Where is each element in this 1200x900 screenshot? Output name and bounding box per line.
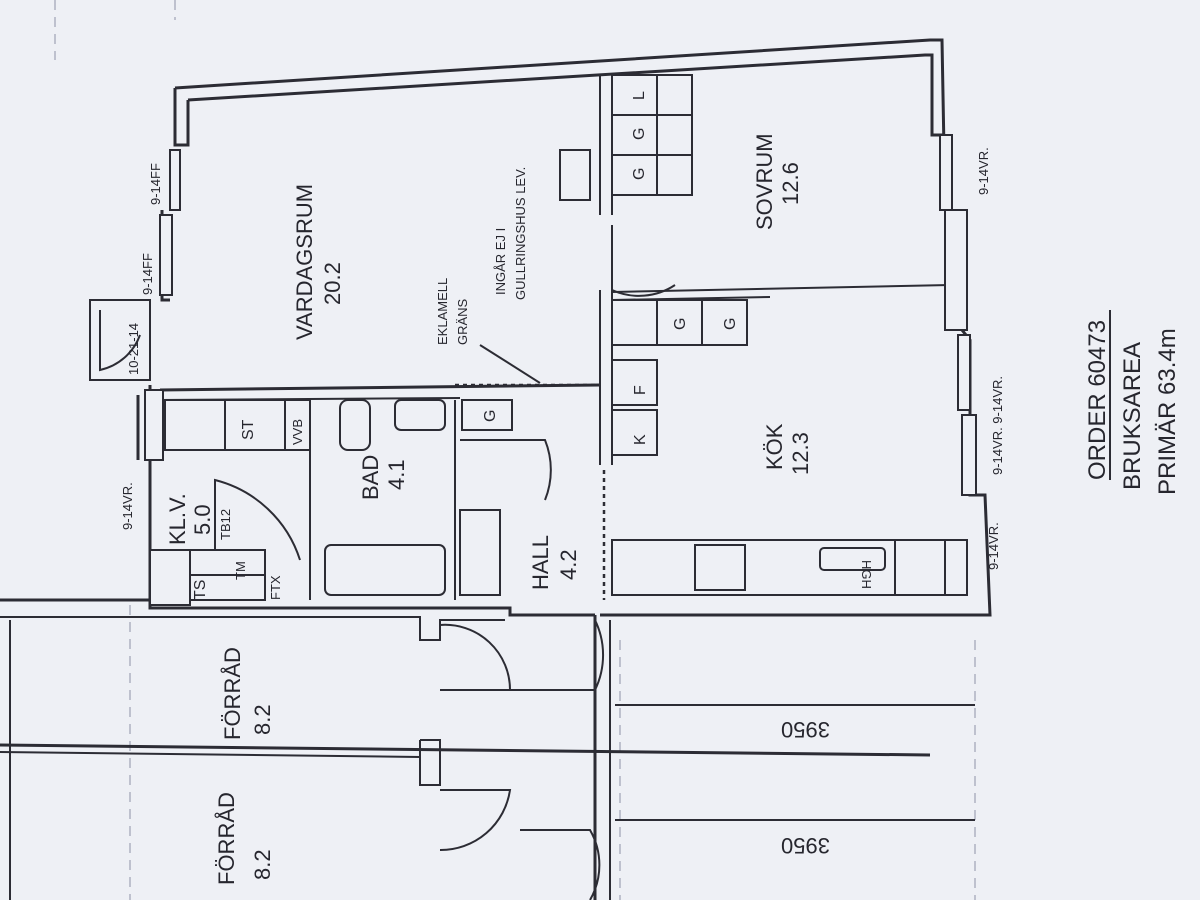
wardrobe-label-g4: G	[722, 318, 739, 330]
wardrobe-label-g5: G	[482, 410, 499, 422]
wardrobe-label-g3: G	[672, 318, 689, 330]
room-area-hall: 4.2	[556, 549, 581, 580]
wardrobe-label-l: L	[631, 91, 648, 100]
fridge	[894, 539, 946, 596]
note-ingar-line1: INGÅR EJ I	[493, 228, 508, 295]
order-bruksarea: BRUKSAREA	[1119, 342, 1146, 490]
dimension-label-2: 3950	[781, 833, 830, 858]
kitchen-label-f: F	[632, 385, 649, 395]
grid-lines	[54, 0, 976, 900]
room-name-bad: BAD	[358, 455, 383, 500]
bathroom-fixtures	[149, 399, 513, 606]
room-area-vardagsrum: 20.2	[320, 262, 345, 305]
note-leader	[479, 344, 541, 384]
room-name-hall: HALL	[528, 535, 553, 590]
kitchen-sink	[819, 547, 886, 571]
room-name-forrad-2: FÖRRÅD	[214, 792, 239, 885]
room-name-kok: KÖK	[762, 423, 787, 470]
fixture-st: ST	[240, 419, 257, 440]
stove	[694, 544, 746, 591]
window-label-5: 9-14VR.	[976, 147, 991, 195]
toilet	[339, 399, 371, 451]
kitchen-label-k: K	[632, 434, 649, 445]
fixture-tm: TM	[233, 561, 248, 580]
wardrobe-label-g2: G	[631, 168, 648, 180]
kitchen-counter	[611, 539, 968, 596]
fixture-ts: TS	[192, 580, 209, 600]
fixture-hgh: HGH	[859, 560, 874, 589]
room-area-forrad-1: 8.2	[250, 704, 275, 735]
room-area-bad: 4.1	[384, 459, 409, 490]
window-label-2: 9-14FF	[140, 253, 155, 295]
note-eklamell-line2: GRÄNS	[455, 298, 470, 345]
order-number: ORDER 60473	[1084, 320, 1111, 480]
room-name-sovrum: SOVRUM	[752, 133, 777, 230]
note-eklamell-line1: EKLAMELL	[435, 278, 450, 345]
fixture-ftx: FTX	[268, 575, 283, 600]
room-area-klv: 5.0	[190, 504, 215, 535]
window-label-6: 9-14VR.	[986, 522, 1001, 570]
room-name-forrad-1: FÖRRÅD	[220, 647, 245, 740]
hall-cabinet	[459, 509, 501, 596]
dimension-label-1: 3950	[781, 717, 830, 742]
note-ingar-line2: GULLRINGSHUS LEV.	[513, 167, 528, 300]
order-primar: PRIMÄR 63.4m	[1154, 328, 1181, 495]
room-name-vardagsrum: VARDAGSRUM	[292, 184, 317, 340]
dimension-lines	[615, 704, 975, 821]
bathtub	[324, 544, 446, 596]
sink	[394, 399, 446, 431]
doors	[99, 225, 676, 900]
fixture-tb12: TB12	[218, 509, 233, 540]
excluded-appliance	[559, 149, 591, 201]
bedroom-wardrobes	[611, 74, 748, 456]
fixture-vvb: VVB	[290, 419, 305, 445]
room-name-klv: KL.V.	[165, 493, 190, 545]
window-label-7: 9-14VR. 9-14VR.	[990, 376, 1005, 475]
room-area-forrad-2: 8.2	[250, 849, 275, 880]
washer	[461, 399, 513, 431]
room-area-sovrum: 12.6	[778, 162, 803, 205]
window-label-1: 9-14FF	[148, 163, 163, 205]
window-label-3: 10-21-14	[126, 323, 141, 375]
window-label-4: 9-14VR.	[120, 482, 135, 530]
wardrobe-label-g1: G	[631, 128, 648, 140]
room-area-kok: 12.3	[788, 432, 813, 475]
